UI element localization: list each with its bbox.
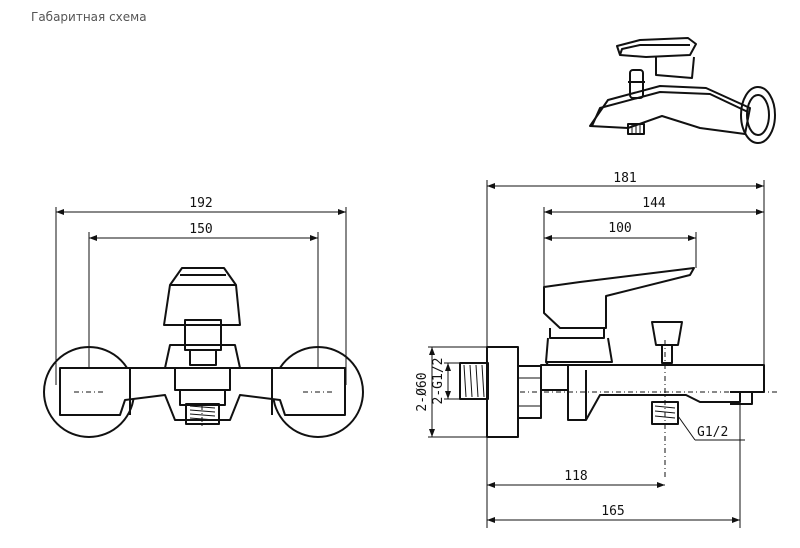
dim-144: 144 bbox=[642, 196, 666, 211]
dim-118: 118 bbox=[564, 469, 587, 484]
dim-181: 181 bbox=[613, 171, 636, 186]
dim-flange-diameter: 2-Ø60 bbox=[415, 372, 430, 411]
label-outlet-thread: G1/2 bbox=[697, 425, 728, 440]
dim-100: 100 bbox=[608, 221, 631, 236]
page-title: Габаритная схема bbox=[31, 10, 147, 24]
dim-165: 165 bbox=[601, 504, 624, 519]
front-view: 192 150 bbox=[43, 196, 364, 438]
dim-192: 192 bbox=[189, 196, 212, 211]
dim-inlet-thread: 2-G1/2 bbox=[431, 358, 446, 405]
dim-150: 150 bbox=[189, 222, 212, 237]
side-view: 181 144 100 bbox=[415, 171, 780, 528]
perspective-view bbox=[589, 37, 776, 144]
